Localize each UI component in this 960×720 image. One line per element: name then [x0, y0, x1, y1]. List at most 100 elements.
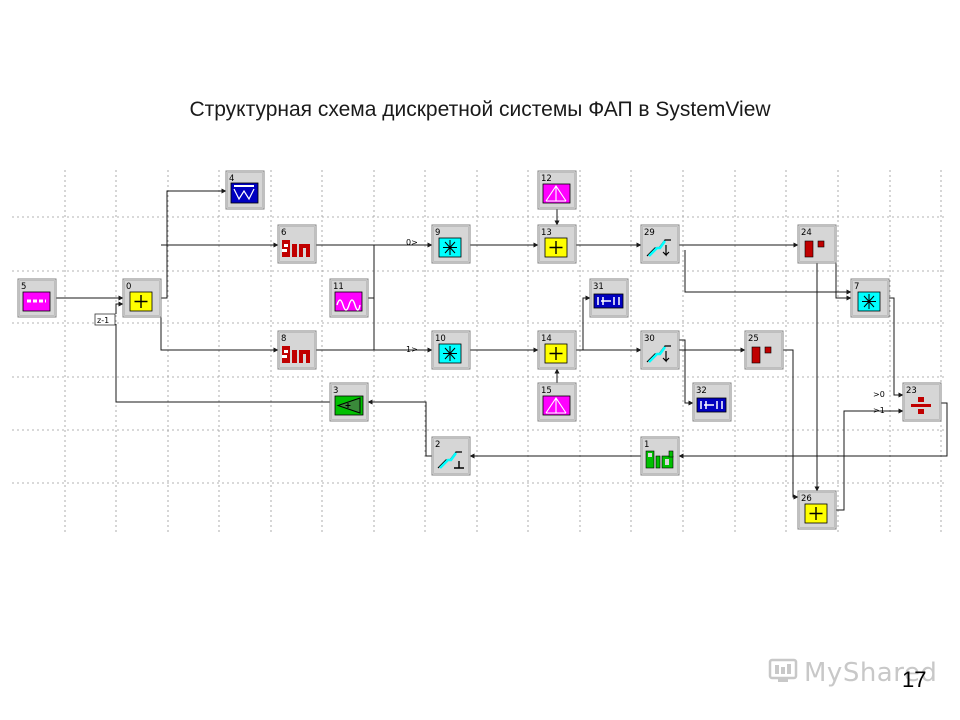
block-29[interactable]: 29	[640, 224, 680, 264]
canvas-grid	[12, 170, 946, 532]
analyzer-icon	[696, 397, 727, 413]
block-32[interactable]: 32	[692, 382, 732, 422]
wire-26	[367, 399, 432, 457]
block-12-number: 12	[541, 174, 552, 184]
wire-3	[160, 298, 279, 353]
sin-icon	[282, 240, 310, 257]
block-15[interactable]: 15	[537, 382, 577, 422]
noise-icon	[542, 395, 571, 416]
dashed-pulse-icon	[22, 291, 51, 312]
plus-icon	[804, 503, 828, 524]
scope-icon	[230, 182, 259, 204]
wire-6	[368, 245, 375, 299]
block-0-number: 0	[126, 282, 131, 292]
block-0[interactable]: 0	[122, 278, 162, 318]
pid-icon	[645, 450, 674, 469]
wire-21	[835, 263, 852, 301]
block-13[interactable]: 13	[537, 224, 577, 264]
analyzer-icon	[593, 293, 624, 309]
block-10-number: 10	[435, 334, 446, 344]
wire-24	[678, 402, 948, 459]
block-25-number: 25	[748, 334, 759, 344]
block-11[interactable]: 11	[329, 278, 369, 318]
block-32-number: 32	[696, 386, 707, 396]
block-31[interactable]: 31	[589, 278, 629, 318]
block-8-number: 8	[281, 334, 286, 344]
hold-icon	[437, 451, 464, 469]
wire-17	[684, 250, 852, 295]
block-1[interactable]: 1	[640, 436, 680, 476]
block-26-number: 26	[801, 494, 812, 504]
sin-icon	[282, 346, 310, 363]
bar-icon	[804, 240, 825, 258]
block-7-number: 7	[854, 282, 859, 292]
wire-22	[889, 297, 904, 398]
block-24[interactable]: 24	[797, 224, 837, 264]
block-6[interactable]: 6	[277, 224, 317, 264]
block-1-number: 1	[644, 440, 649, 450]
port-label-10-in1: 1>	[406, 345, 418, 354]
block-30[interactable]: 30	[640, 330, 680, 370]
block-23-number: 23	[906, 386, 917, 396]
block-23[interactable]: 23	[902, 382, 942, 422]
noise-icon	[542, 183, 571, 204]
slide-title: Структурная схема дискретной системы ФАП…	[189, 98, 771, 121]
block-31-number: 31	[593, 282, 604, 292]
watermark-text: MyShared	[804, 658, 938, 688]
multiply-icon	[857, 291, 881, 312]
block-25[interactable]: 25	[744, 330, 784, 370]
block-30-number: 30	[644, 334, 655, 344]
block-4-number: 4	[229, 174, 234, 184]
block-15-number: 15	[541, 386, 552, 396]
block-9[interactable]: 9	[431, 224, 471, 264]
block-13-number: 13	[541, 228, 552, 238]
sampler-icon	[646, 239, 671, 257]
block-26[interactable]: 26	[797, 490, 837, 530]
plus-icon	[129, 291, 153, 312]
port-label-23-in0: >0	[873, 390, 885, 399]
block-5-number: 5	[21, 282, 26, 292]
block-12[interactable]: 12	[537, 170, 577, 210]
wire-14	[576, 295, 591, 351]
watermark-logo-icon	[768, 656, 798, 691]
block-6-number: 6	[281, 228, 286, 238]
plus-icon	[544, 237, 568, 258]
block-5[interactable]: 5	[17, 278, 57, 318]
wire-28	[115, 301, 124, 314]
block-3[interactable]: 3	[329, 382, 369, 422]
signal-wires	[56, 188, 948, 511]
block-4[interactable]: 4	[225, 170, 265, 210]
block-9-number: 9	[435, 228, 440, 238]
delay-label: z-1	[94, 313, 116, 326]
block-14-number: 14	[541, 334, 552, 344]
bar-icon	[751, 346, 772, 364]
block-10[interactable]: 10	[431, 330, 471, 370]
block-7[interactable]: 7	[850, 278, 890, 318]
page-number: 17	[902, 667, 927, 692]
block-14[interactable]: 14	[537, 330, 577, 370]
block-2-number: 2	[435, 440, 440, 450]
multiply-icon	[438, 237, 462, 258]
svg-text:z-1: z-1	[97, 316, 109, 325]
block-24-number: 24	[801, 228, 812, 238]
wire-23	[836, 408, 904, 511]
block-3-number: 3	[333, 386, 338, 396]
sampler-icon	[646, 345, 671, 363]
plus-icon	[544, 343, 568, 364]
multiply-icon	[438, 343, 462, 364]
block-2[interactable]: 2	[431, 436, 471, 476]
port-label-23-in1: >1	[873, 406, 885, 415]
wire-27	[115, 324, 330, 403]
gain-icon	[334, 395, 364, 416]
block-29-number: 29	[644, 228, 655, 238]
wire-20	[783, 349, 799, 500]
divide-icon	[911, 397, 931, 414]
port-label-9-in0: 0>	[406, 238, 418, 247]
wire-18	[679, 339, 694, 406]
watermark: MyShared	[768, 656, 937, 691]
sinusoid-source-icon	[334, 291, 363, 312]
block-11-number: 11	[333, 282, 344, 292]
block-8[interactable]: 8	[277, 330, 317, 370]
